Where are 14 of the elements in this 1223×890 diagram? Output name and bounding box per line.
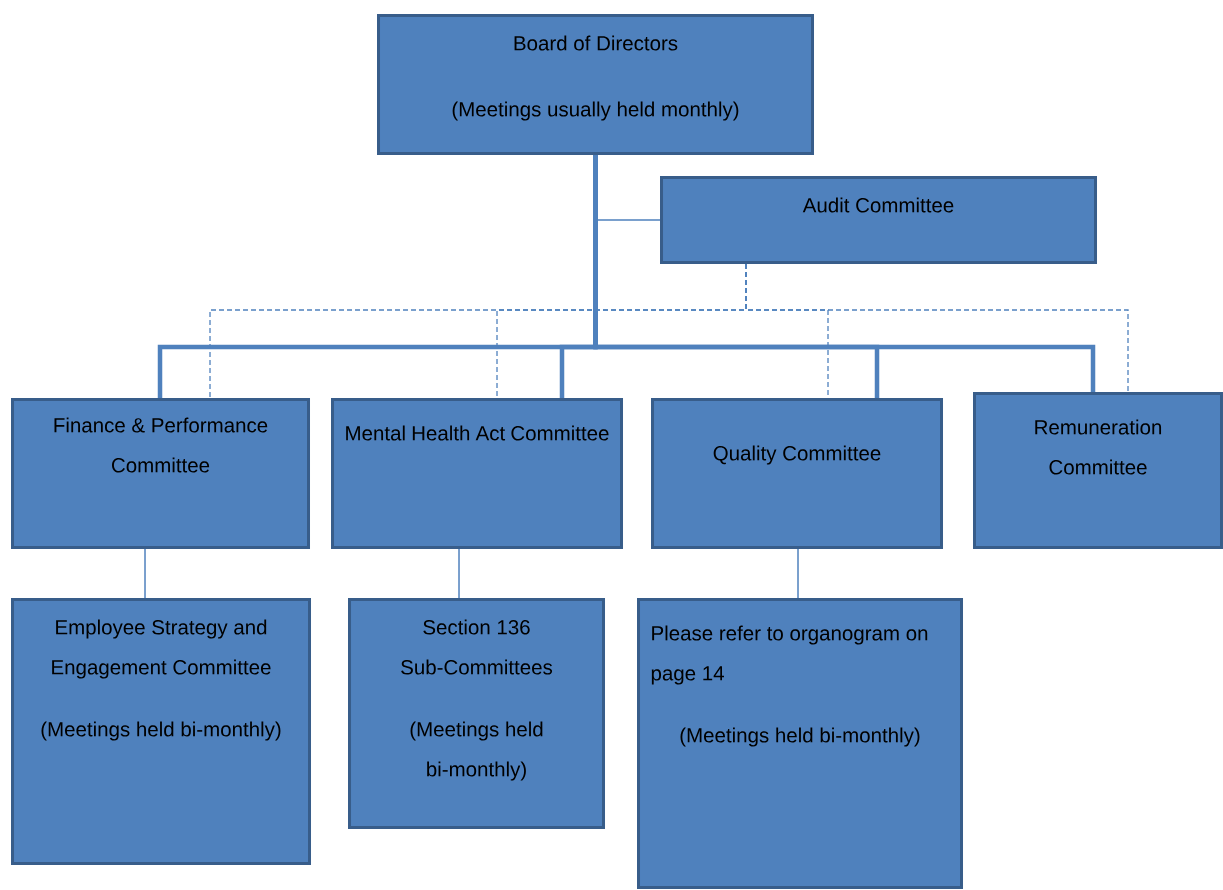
- committee-box: Quality Committee: [651, 398, 943, 549]
- committee-box: Remuneration Committee: [973, 392, 1223, 549]
- connector-line: [593, 155, 1096, 392]
- committee-box: Board of Directors (Meetings usually held monthly): [377, 14, 814, 155]
- committee-box: Please refer to organogram on page 14 (Meetings held bi-monthly): [637, 598, 963, 889]
- committee-box: Mental Health Act Committee: [331, 398, 623, 549]
- committee-box: Section 136 Sub-Committees (Meetings held bi-monthly): [348, 598, 605, 829]
- connector-line: [745, 263, 1129, 393]
- connector-line: [144, 548, 146, 599]
- connector-line: [458, 548, 460, 599]
- connector-line: [797, 548, 799, 599]
- committee-box: Finance & Performance Committee: [11, 398, 310, 549]
- committee-box: Audit Committee: [660, 176, 1097, 264]
- committee-box: Employee Strategy and Engagement Committee (Meetings held bi-monthly): [11, 598, 311, 865]
